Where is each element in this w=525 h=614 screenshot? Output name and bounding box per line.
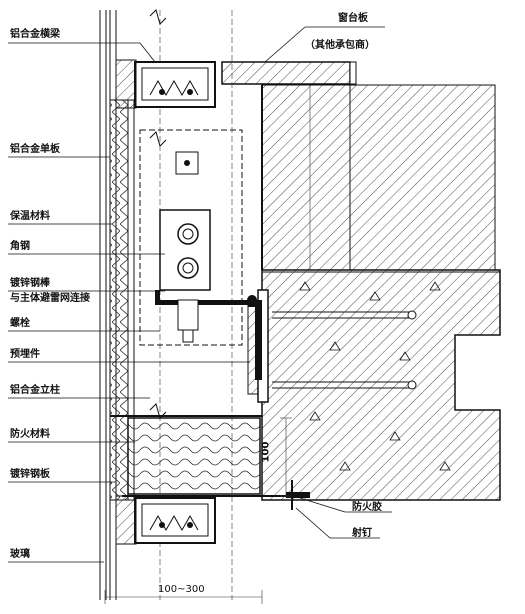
- label-insulation: 保温材料: [10, 211, 50, 222]
- label-angle-steel: 角钢: [10, 241, 30, 252]
- concrete-slab: [261, 269, 501, 501]
- label-galv-bar: 镀锌钢棒: [10, 278, 50, 289]
- label-embed: 预埋件: [10, 349, 40, 360]
- label-fireproof: 防火材料: [10, 429, 50, 440]
- anchor-bolts: [272, 310, 417, 390]
- label-fire-glue: 防火胶: [352, 502, 382, 513]
- label-mullion: 铝合金立柱: [10, 385, 60, 396]
- fire-glue: [286, 492, 310, 498]
- dimension-depth: 100~300: [158, 584, 205, 595]
- label-sill-note: （其他承包商）: [305, 40, 375, 51]
- label-nail: 射钉: [352, 528, 372, 539]
- break-lines: [149, 9, 167, 419]
- angle-steel-bracket: [155, 151, 262, 380]
- label-bolt: 螺栓: [10, 318, 30, 329]
- masonry-wall: [261, 84, 496, 271]
- label-lightning: 与主体避雷网连接: [10, 293, 90, 304]
- label-galv-plate: 镀锌钢板: [10, 469, 50, 480]
- label-glass: 玻璃: [10, 549, 30, 560]
- aluminum-crossbeam: [115, 59, 216, 109]
- label-crossbeam: 铝合金横梁: [10, 29, 60, 40]
- fireproof-material: [122, 415, 288, 497]
- dimension-lines: [104, 417, 292, 604]
- label-sill-board: 窗台板: [338, 13, 368, 24]
- window-sill-board: [221, 61, 357, 85]
- aluminum-crossbeam-lower: [115, 495, 216, 545]
- leader-lines: [8, 26, 392, 563]
- label-panel: 铝合金单板: [10, 144, 60, 155]
- dimension-height: 100: [260, 441, 272, 463]
